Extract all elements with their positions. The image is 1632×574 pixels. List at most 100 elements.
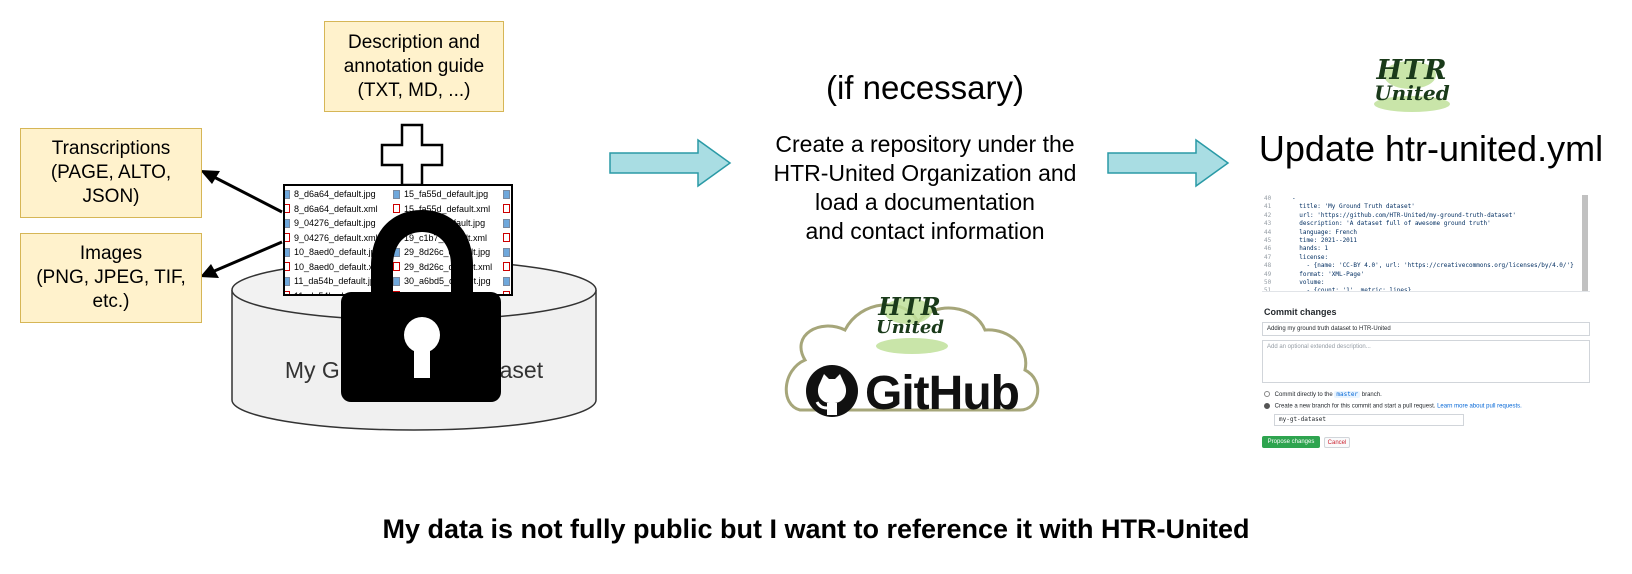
xml-file-icon <box>285 204 290 214</box>
file-list-item[interactable]: 8_d6a64_default.xml <box>285 202 383 217</box>
file-list-item[interactable]: 43_61 <box>503 274 511 289</box>
file-name: 11_da54b_default.xml <box>294 290 382 296</box>
htr-united-logo-top: HTR United <box>1360 57 1464 102</box>
file-name: 15_fa55d_default.jpg <box>404 189 489 199</box>
line-text: volume: <box>1292 278 1325 286</box>
xml-file-icon <box>285 233 290 243</box>
images-note-text: Images (PNG, JPEG, TIF, etc.) <box>36 243 186 312</box>
file-name: 29_8d26c_default.jpg <box>404 247 491 257</box>
editor-scrollbar[interactable] <box>1582 195 1588 291</box>
image-file-icon <box>285 218 290 228</box>
create-repo-text: Create a repository under the HTR-United… <box>773 131 1077 244</box>
file-list-item[interactable]: 42_5c <box>503 245 511 260</box>
github-editor-panel: 40 -41 title: 'My Ground Truth dataset'42… <box>1262 195 1592 460</box>
update-yml-title: Update htr-united.yml <box>1258 128 1604 169</box>
line-number: 46 <box>1264 245 1272 253</box>
file-list-item[interactable]: 15_fa55d_default.jpg <box>393 187 493 202</box>
file-list-item[interactable]: 29_8d26c_default.xml <box>393 260 493 275</box>
line-text: license: <box>1292 253 1329 261</box>
image-file-icon <box>503 247 510 257</box>
propose-changes-button[interactable]: Propose changes <box>1262 436 1320 448</box>
option-commit-direct[interactable]: Commit directly to the master branch. <box>1264 391 1382 398</box>
file-list-item[interactable]: 43_61 <box>503 289 511 294</box>
code-line: 41 title: 'My Ground Truth dataset' <box>1262 203 1590 211</box>
line-text: time: 2021--2011 <box>1292 236 1358 244</box>
commit-changes-title: Commit changes <box>1264 307 1337 317</box>
line-number: 44 <box>1264 228 1272 236</box>
file-name: 8_d6a64_default.xml <box>294 203 378 214</box>
file-list-item[interactable]: 15_fa55d_default.xml <box>393 202 493 217</box>
arrow-to-transcriptions <box>200 170 283 214</box>
description-note-text: Description and annotation guide (TXT, M… <box>343 31 485 101</box>
commit-summary-input[interactable]: Adding my ground truth dataset to HTR-Un… <box>1262 322 1590 336</box>
commit-description-input[interactable]: Add an optional extended description... <box>1262 340 1590 383</box>
branch-name-input[interactable]: my-gt-dataset <box>1274 414 1464 426</box>
file-list-item[interactable]: 11_da54b_default.xml <box>285 289 383 296</box>
code-line: 49 format: 'XML-Page' <box>1262 271 1590 279</box>
line-text: language: French <box>1292 228 1358 236</box>
learn-more-link[interactable]: Learn more about pull requests. <box>1437 403 1522 410</box>
file-list-item[interactable]: 30_a6bd5_default.jpg <box>393 274 493 289</box>
line-text: format: 'XML-Page' <box>1292 270 1365 278</box>
transcriptions-note: Transcriptions (PAGE, ALTO, JSON) <box>20 128 202 218</box>
file-list-item[interactable]: 9_04276_default.xml <box>285 231 383 246</box>
file-list-item[interactable]: 35_91 <box>503 202 511 217</box>
file-list-item[interactable]: 41_26 <box>503 216 511 231</box>
code-line: 45 time: 2021--2011 <box>1262 237 1590 245</box>
yaml-code-editor[interactable]: 40 -41 title: 'My Ground Truth dataset'42… <box>1262 195 1590 292</box>
file-list-item[interactable]: 42_5c <box>503 260 511 275</box>
image-file-icon <box>285 247 290 257</box>
line-number: 40 <box>1264 195 1272 202</box>
file-column-3: 35_9135_9141_2641_2642_5c42_5c43_6143_61 <box>503 187 511 294</box>
code-line: 46 hands: 1 <box>1262 245 1590 253</box>
file-list-item[interactable]: 11_da54b_default.jpg <box>285 274 383 289</box>
file-list-item[interactable]: 9_04276_default.jpg <box>285 216 383 231</box>
line-number: 43 <box>1264 220 1272 228</box>
image-file-icon <box>503 276 510 286</box>
option-direct-prefix: Commit directly to the <box>1274 392 1333 398</box>
code-line: 44 language: French <box>1262 229 1590 237</box>
branch-name-value: my-gt-dataset <box>1279 416 1326 423</box>
line-number: 51 <box>1264 287 1272 292</box>
file-list-item[interactable]: 10_8aed0_default.xml <box>285 260 383 275</box>
code-line: 50 volume: <box>1262 279 1590 287</box>
github-octocat-icon <box>806 365 858 417</box>
radio-commit-direct[interactable] <box>1264 391 1270 398</box>
xml-file-icon <box>503 262 510 272</box>
option-new-branch[interactable]: Create a new branch for this commit and … <box>1264 403 1522 410</box>
file-name: 15_fa55d_default.xml <box>404 203 491 214</box>
radio-new-branch[interactable] <box>1264 403 1270 409</box>
diagram-caption: My data is not fully public but I want t… <box>382 514 1250 544</box>
cancel-button[interactable]: Cancel <box>1324 437 1350 448</box>
file-name: 10_8aed0_default.xml <box>294 261 383 272</box>
file-list-item[interactable]: 41_26 <box>503 231 511 246</box>
file-list-item[interactable]: 35_91 <box>503 187 511 202</box>
line-text: - <box>1292 195 1296 202</box>
xml-file-icon <box>503 233 510 243</box>
file-name: 9_04276_default.xml <box>294 232 378 243</box>
image-file-icon <box>393 276 400 286</box>
xml-file-icon <box>285 291 290 294</box>
plus-icon <box>380 123 444 187</box>
htr-united-logo-bg <box>876 61 1450 354</box>
flow-arrow-1 <box>609 138 732 188</box>
xml-file-icon <box>503 291 510 294</box>
if-necessary-label: (if necessary) <box>825 69 1025 106</box>
xml-file-icon <box>393 262 400 272</box>
file-name: 8_d6a64_default.jpg <box>294 189 376 199</box>
image-file-icon <box>393 189 400 199</box>
code-line: 40 - <box>1262 195 1590 203</box>
image-file-icon <box>285 276 290 286</box>
code-line: 48 - {name: 'CC-BY 4.0', url: 'https://c… <box>1262 262 1590 270</box>
line-text: title: 'My Ground Truth dataset' <box>1292 203 1415 211</box>
file-list-item[interactable]: 10_8aed0_default.jpg <box>285 245 383 260</box>
line-number: 45 <box>1264 236 1272 244</box>
line-number: 42 <box>1264 211 1272 219</box>
file-name: 10_8aed0_default.jpg <box>294 247 381 257</box>
code-line: 42 url: 'https://github.com/HTR-United/m… <box>1262 212 1590 220</box>
xml-file-icon <box>503 204 510 214</box>
file-list-item[interactable]: 8_d6a64_default.jpg <box>285 187 383 202</box>
line-text: description: 'A dataset full of awesome … <box>1292 220 1491 228</box>
file-name: 29_8d26c_default.xml <box>404 261 493 272</box>
